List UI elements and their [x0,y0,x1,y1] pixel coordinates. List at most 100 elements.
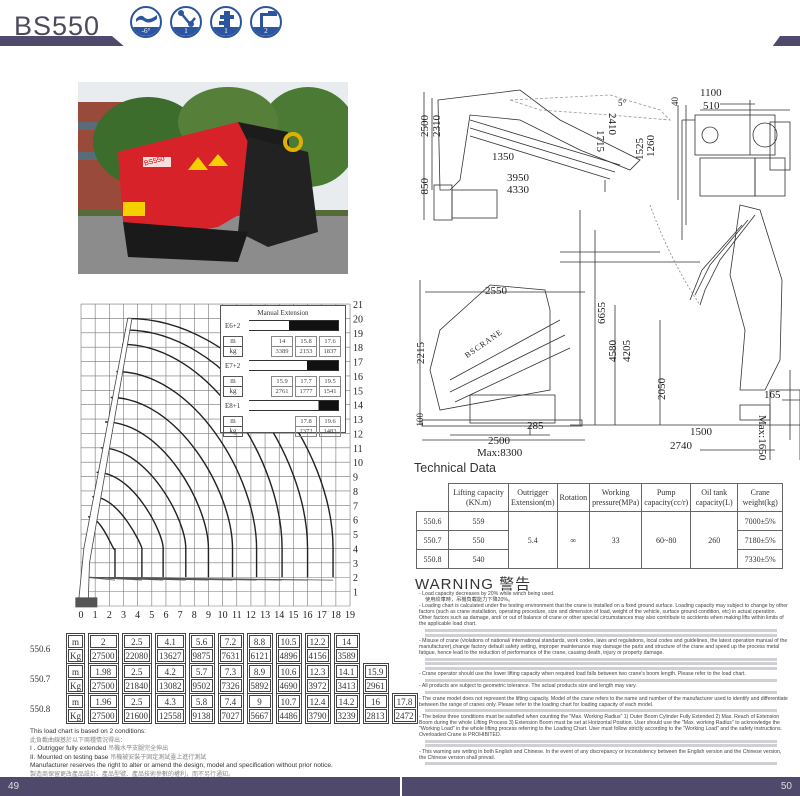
load-value: 2472 [393,709,416,722]
load-value: 3972 [306,679,329,692]
extension-load: 2153 [296,346,316,356]
load-value: 4896 [277,649,300,662]
table-row: 550.6 559 5.4 ∞ 33 60~80 260 7000±5% [416,511,784,569]
y-tick-label: 19 [353,329,363,340]
extension-load: 2761 [272,386,292,396]
dim-top-gap: 40 [670,97,680,106]
x-tick-label: 2 [107,610,112,621]
rotation-cell: ∞ [556,511,591,569]
dim-rear-reach-short: 1500 [690,426,712,438]
dim-rear-tip-height: 2050 [656,378,668,400]
extension-load: 3389 [272,346,292,356]
dim-front-width-top: 2550 [485,285,507,297]
load-value: 13082 [157,679,184,692]
note-testing-base-cn: 吊機被安裝于固定測試臺上進行測試 [110,754,207,761]
model-label: 550.6 [30,643,51,654]
boom-extension-line [85,576,334,581]
dim-rear-height-mid: 4580 [607,340,619,362]
load-chart-notes: This load chart is based on 2 conditions… [30,728,400,780]
load-value: 27500 [90,679,117,692]
load-value: 6121 [248,649,271,662]
dim-top-height-inner: 1260 [645,135,657,157]
extension-radius: 19.5 [324,378,336,385]
radius-value: 12.4 [306,695,329,708]
dim-side-length-retracted: 3950 [507,172,529,184]
load-value: 13627 [157,649,184,662]
warning-item: - The crane model does not represent the… [419,695,788,708]
y-tick-label: 18 [353,343,363,354]
y-tick-label: 13 [353,415,363,426]
lifting-cell: 559 [448,511,509,531]
unit-m: m [68,635,83,648]
warning-item: - Misuse of crane (violations of nationa… [419,638,788,657]
extension-boom-figure [249,320,339,331]
load-value: 9875 [190,649,213,662]
y-tick-label: 10 [353,458,363,469]
load-value: 3589 [335,649,358,662]
load-value: 9502 [190,679,213,692]
note-outrigger: I . Outrigger fully extended [30,745,107,753]
note-testing-base: II. Mounted on testing base [30,753,109,761]
footer-left: 49 [0,777,400,796]
weight-cell: 7180±5% [737,530,784,550]
load-value: 3790 [306,709,329,722]
load-arc [116,370,258,578]
weight-cell: 7000±5% [737,511,784,531]
extension-load: 1777 [296,386,316,396]
y-tick-label: 9 [353,473,358,484]
pump-cell: 60~80 [641,511,692,569]
warning-item: - Load capacity decreases by 20% while w… [419,591,555,597]
chinese-translation-text [425,662,777,666]
load-value: 5667 [248,709,271,722]
y-tick-label: 4 [353,544,358,555]
x-tick-label: 18 [331,610,341,621]
dim-side-height-boom: 2310 [431,115,443,137]
outrigger-cell: 5.4 [508,511,558,569]
dim-side-length-total: 4330 [507,184,529,196]
extension-name: E7+2 [225,362,241,370]
dim-side-angle: 5° [618,98,627,108]
warning-item: - Loading chart is calculated under the … [419,603,788,628]
x-tick-label: 12 [246,610,256,621]
radius-value: 10.5 [277,635,300,648]
dim-front-height: 2215 [415,342,427,364]
radius-value: 4.1 [157,635,184,648]
y-tick-label: 12 [353,429,363,440]
warning-item: - All products are subject to geometric … [419,683,637,690]
x-tick-label: 17 [317,610,327,621]
x-tick-label: 13 [260,610,270,621]
oil-tank-cell: 260 [690,511,739,569]
y-tick-label: 16 [353,372,363,383]
dim-side-base-height: 850 [419,178,431,195]
dim-side-tip-low: 1715 [594,130,606,152]
radius-value: 7.4 [219,695,242,708]
unit-kg: kg [224,426,242,436]
extension-radius: 17.8 [300,418,312,425]
chinese-translation-text [425,629,777,633]
y-tick-label: 7 [353,501,358,512]
warning-list: - Load capacity decreases by 20% while w… [419,591,789,767]
note-outrigger-cn: 吊機水平支腿完全伸出 [108,746,169,753]
load-value: 7027 [219,709,242,722]
dim-rear-max-outrigger: Max:1650 [756,415,768,461]
x-tick-label: 0 [79,610,84,621]
